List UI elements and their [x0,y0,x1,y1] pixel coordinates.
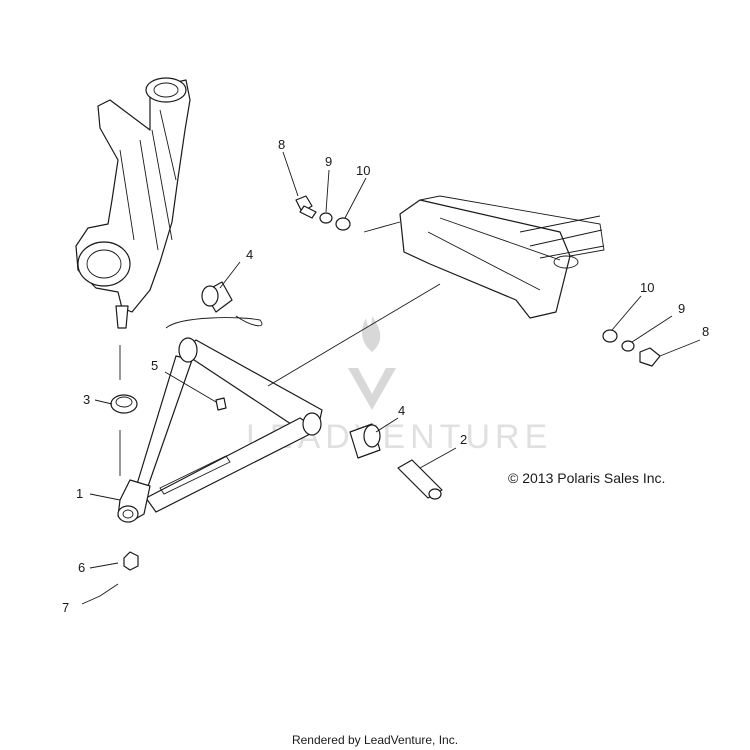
callout-3: 3 [83,392,90,407]
washer-lower-10 [602,329,618,343]
washer-upper-9 [319,212,333,224]
pivot-tube [397,459,443,500]
callout-10-lower: 10 [640,280,654,295]
callout-9-lower: 9 [678,301,685,316]
callout-2: 2 [460,432,467,447]
leader-lines [81,151,701,605]
washer-upper-10 [335,217,351,231]
bolt-upper [295,195,317,219]
callout-4-lower: 4 [398,403,405,418]
callout-10-upper: 10 [356,163,370,178]
callout-5: 5 [151,358,158,373]
bearing-cup [110,394,138,414]
washer-lower-9 [621,340,635,352]
grease-fitting [215,397,227,411]
bushing-top [201,281,233,313]
a-arm [117,337,323,523]
callout-8-upper: 8 [278,137,285,152]
footer-credit: Rendered by LeadVenture, Inc. [291,733,459,747]
callout-4-upper: 4 [246,247,253,262]
steering-knuckle [75,77,191,329]
frame-crossmember [399,195,605,319]
bolt-lower [639,347,661,367]
callout-7: 7 [62,600,69,615]
bushing-bottom [349,423,381,459]
callout-1: 1 [76,486,83,501]
callout-9-upper: 9 [325,154,332,169]
callout-8-lower: 8 [702,324,709,339]
castle-nut [123,551,139,571]
copyright-notice: © 2013 Polaris Sales Inc. [508,470,666,486]
callout-6: 6 [78,560,85,575]
cotter-pin [99,583,119,597]
